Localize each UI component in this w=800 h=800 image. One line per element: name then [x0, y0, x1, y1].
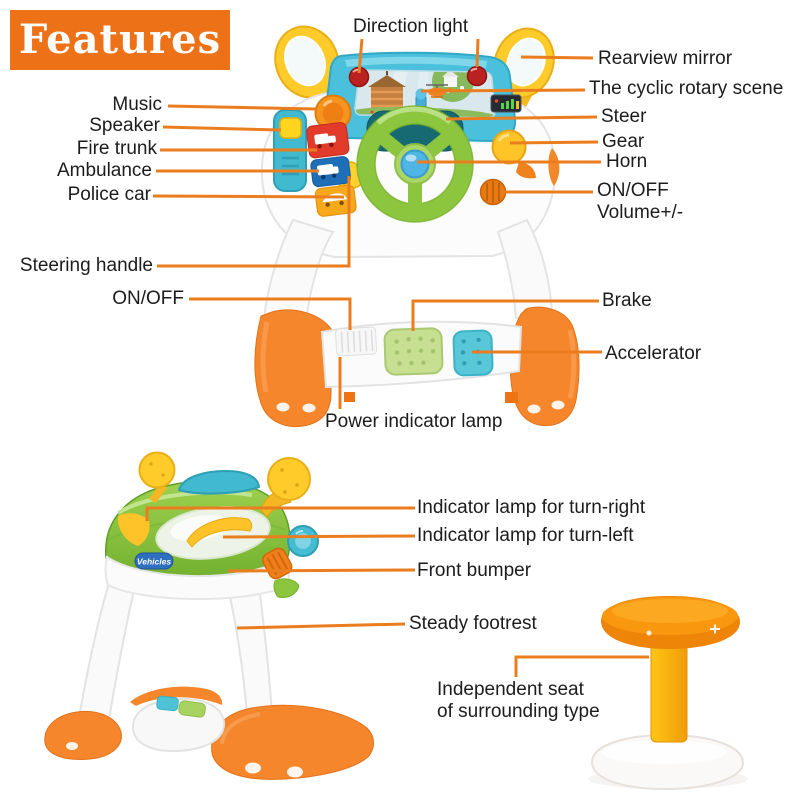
label-turn-left-indicator: Indicator lamp for turn-left: [417, 525, 634, 546]
front-left-foot: [254, 309, 333, 428]
svg-text:Vehicles: Vehicles: [137, 557, 171, 567]
side-view-illustration: Vehicles: [44, 451, 374, 780]
base-tab-right: [505, 392, 518, 403]
label-brake: Brake: [602, 290, 652, 311]
side-green-trim: [273, 578, 300, 598]
label-on-off-volume: ON/OFF Volume+/-: [597, 180, 683, 224]
label-horn: Horn: [606, 151, 648, 172]
label-accelerator: Accelerator: [605, 343, 702, 364]
leader-cyclic-scene: [420, 88, 586, 93]
speaker-button: [279, 117, 302, 139]
base-tab-left: [344, 392, 355, 402]
vehicles-badge: Vehicles: [134, 552, 174, 570]
features-banner: Features: [10, 10, 230, 70]
brake-pedal: [383, 327, 444, 376]
side-back-foot: [211, 704, 374, 780]
label-police-car: Police car: [67, 184, 151, 205]
front-view-illustration: [254, 25, 580, 428]
label-steady-footrest: Steady footrest: [409, 613, 537, 634]
label-steering-handle: Steering handle: [19, 255, 153, 276]
stool-illustration: [588, 596, 748, 791]
fire-truck-button: [306, 122, 350, 159]
music-button: [314, 94, 352, 132]
label-on-off: ON/OFF: [112, 288, 184, 309]
front-right-leg: [496, 218, 554, 320]
side-speaker-knob: [287, 525, 319, 557]
side-dashboard-top: [177, 469, 261, 495]
turn-right-indicator-lamp: [117, 513, 150, 546]
leader-brake: [411, 299, 599, 331]
side-left-mirror: [138, 451, 176, 503]
leader-turn-right: [145, 506, 415, 521]
leader-turn-left: [222, 534, 416, 539]
front-right-foot: [509, 306, 580, 427]
leader-gear: [509, 140, 599, 145]
side-footrest: [130, 686, 226, 753]
label-gear: Gear: [602, 131, 645, 152]
label-on-off-volume-line2: Volume+/-: [597, 202, 684, 223]
label-direction-light: Direction light: [353, 16, 469, 37]
leader-lines: [145, 38, 649, 677]
leader-steady-footrest: [236, 622, 406, 630]
label-turn-right-indicator: Indicator lamp for turn-right: [417, 497, 646, 518]
direction-light-right-lamp: [466, 65, 488, 87]
leader-music: [167, 104, 317, 111]
label-speaker: Speaker: [89, 115, 160, 136]
leader-police-car: [152, 194, 345, 199]
power-switch-panel: [335, 326, 378, 357]
side-front-leg: [76, 578, 137, 732]
leader-steer: [445, 115, 598, 121]
side-right-mirror: [260, 457, 311, 518]
label-fire-trunk: Fire trunk: [76, 138, 157, 159]
leader-rearview-mirror: [520, 55, 594, 60]
horn-button: [400, 149, 430, 179]
label-front-bumper: Front bumper: [417, 560, 532, 581]
side-accent: [548, 148, 560, 186]
volume-level-display: [490, 94, 522, 113]
turn-left-indicator-lamp: [186, 517, 253, 548]
leader-front-bumper: [227, 568, 416, 573]
leader-direction-light-right: [475, 38, 480, 68]
label-ambulance: Ambulance: [56, 160, 152, 181]
label-independent-seat-line2: of surrounding type: [437, 701, 600, 722]
label-independent-seat-line1: Independent seat: [437, 679, 584, 700]
leader-independent-seat: [514, 655, 649, 677]
side-front-foot: [44, 710, 122, 760]
leader-onoff: [189, 297, 352, 330]
volume-power-knob: [479, 178, 507, 206]
label-music: Music: [112, 94, 162, 115]
label-power-indicator-lamp: Power indicator lamp: [325, 411, 503, 432]
label-steer: Steer: [601, 106, 647, 127]
stool-stem: [650, 637, 688, 743]
police-car-button: [314, 184, 357, 217]
front-left-leg: [262, 218, 335, 324]
label-rearview-mirror: Rearview mirror: [598, 48, 733, 69]
leader-speaker: [162, 125, 282, 132]
ambulance-button: [310, 156, 351, 188]
leader-steering-handle: [157, 176, 351, 268]
steering-wheel: [356, 105, 474, 223]
leader-direction-light-left: [357, 38, 364, 74]
label-independent-seat: Independent seat of surrounding type: [437, 679, 600, 723]
label-on-off-volume-line1: ON/OFF: [597, 180, 669, 201]
label-cyclic-rotary-scene: The cyclic rotary scene: [589, 78, 784, 99]
